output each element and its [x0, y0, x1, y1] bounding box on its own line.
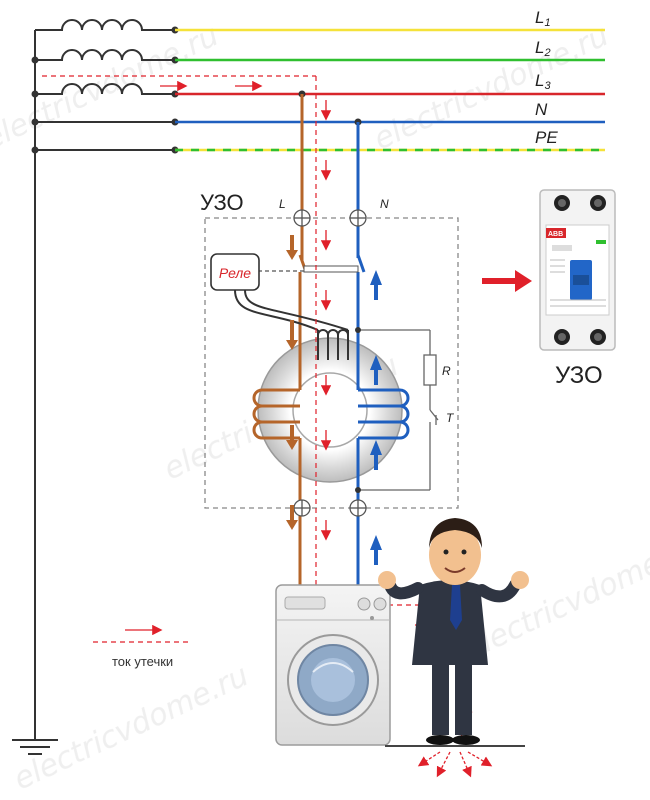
legend-text: ток утечки [112, 654, 173, 669]
switch-link-bar [303, 265, 359, 273]
phase-current-arrows [286, 235, 298, 530]
neutral-switch-blade [356, 254, 366, 273]
line-labels: L1 L2 L3 N PE [535, 8, 558, 147]
resistor-label: R [442, 364, 451, 378]
terminals [293, 209, 367, 517]
watermark-2: electricvdome.ru [369, 18, 614, 157]
supply-lines [175, 28, 605, 152]
watermark-1: electricvdome.ru [0, 18, 224, 157]
man-figure [378, 518, 529, 745]
label-n: N [535, 100, 548, 119]
rcd-device: ABB [539, 189, 616, 351]
label-l1: L1 [535, 8, 551, 29]
test-button-label: T [446, 411, 455, 425]
rcd-device-label: УЗО [555, 362, 603, 389]
terminal-l-label: L [279, 197, 286, 211]
phase-conductor [252, 94, 304, 590]
rcd-brand: ABB [548, 231, 563, 238]
label-l3: L3 [535, 71, 551, 92]
legend: ток утечки [93, 624, 190, 669]
test-circuit [358, 329, 439, 491]
rcd-enclosure [204, 217, 459, 509]
relay-label: Реле [219, 265, 251, 281]
sense-coil [234, 289, 349, 360]
ground-leak-arrows [417, 751, 493, 778]
watermark-5: electricvdome.ru [9, 658, 254, 797]
washing-machine [275, 584, 391, 746]
pointer-arrow [482, 270, 532, 292]
rcd-title: УЗО [200, 190, 244, 215]
bus-junction-dots [31, 26, 179, 154]
label-l2: L2 [535, 38, 551, 59]
terminal-n-label: N [380, 197, 389, 211]
label-pe: PE [535, 128, 558, 147]
neutral-current-arrows [370, 270, 382, 565]
tap-dots [298, 90, 362, 126]
